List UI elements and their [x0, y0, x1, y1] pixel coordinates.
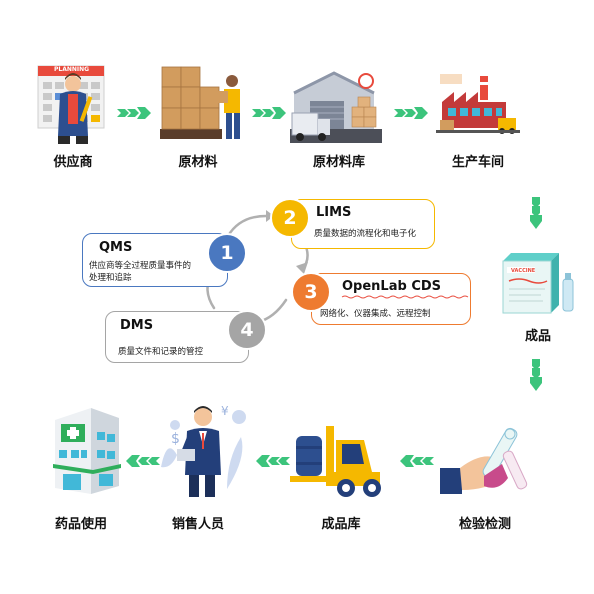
svg-text:$: $: [171, 431, 180, 447]
dms-step-badge: 4: [227, 310, 267, 350]
stage-label-production-workshop: 生产车间: [451, 155, 504, 170]
lims-step-badge: 2: [270, 198, 310, 238]
salesperson-icon: $ ¥: [157, 397, 249, 501]
raw-material-boxes-icon: [158, 63, 246, 143]
lims-desc: 质量数据的流程化和电子化: [314, 229, 417, 239]
flow-arrow-2: [252, 107, 286, 119]
stage-label-raw-material: 原材料: [178, 155, 218, 170]
stage-label-finished-warehouse: 成品库: [321, 517, 361, 532]
flow-arrow-left-2: [256, 455, 290, 467]
vaccine-box-icon: VACCINE: [497, 249, 579, 319]
stage-label-drug-use: 药品使用: [54, 517, 107, 532]
stage-label-sales-staff: 销售人员: [171, 517, 224, 532]
openlab-cds-desc: 网络化、仪器集成、远程控制: [320, 309, 431, 319]
flow-arrow-down-1: [530, 197, 542, 229]
openlab-cds-underline: [341, 295, 469, 299]
flow-arrow-left-1: [126, 455, 160, 467]
qms-card: QMS 供应商等全过程质量事件的 处理和追踪: [82, 233, 228, 287]
flow-arrow-1: [117, 107, 151, 119]
stage-label-supplier: 供应商: [53, 155, 93, 170]
flow-arrow-3: [394, 107, 428, 119]
flow-arrow-left-3: [400, 455, 434, 467]
raw-material-warehouse-icon: [290, 63, 388, 145]
qms-title: QMS: [99, 240, 133, 255]
lab-test-tube-icon: [440, 420, 532, 502]
openlab-cds-card: OpenLab CDS 网络化、仪器集成、远程控制: [311, 273, 471, 325]
pharmacy-building-icon: [47, 404, 127, 498]
qms-desc-line1: 供应商等全过程质量事件的: [89, 261, 192, 271]
openlab-cds-title: OpenLab CDS: [342, 279, 442, 294]
lims-card: LIMS 质量数据的流程化和电子化: [291, 199, 435, 249]
svg-text:¥: ¥: [221, 404, 229, 418]
vaccine-box-text: VACCINE: [511, 268, 536, 274]
flow-arrow-down-2: [530, 359, 542, 391]
stage-label-inspection-testing: 检验检测: [458, 517, 511, 532]
stage-label-raw-material-warehouse: 原材料库: [312, 155, 365, 170]
lims-title: LIMS: [316, 205, 352, 220]
planning-sign-text: PLANNING: [54, 66, 90, 73]
dms-title: DMS: [120, 318, 154, 333]
stage-label-finished-product: 成品: [524, 329, 551, 344]
production-factory-icon: [436, 68, 520, 140]
dms-desc: 质量文件和记录的管控: [118, 347, 204, 357]
forklift-warehouse-icon: [290, 420, 386, 500]
qms-desc-line2: 处理和追踪: [89, 273, 132, 283]
dms-card: DMS 质量文件和记录的管控: [105, 311, 249, 363]
supplier-planning-icon: PLANNING: [37, 60, 108, 145]
qms-step-badge: 1: [207, 233, 247, 273]
openlab-cds-step-badge: 3: [291, 272, 331, 312]
